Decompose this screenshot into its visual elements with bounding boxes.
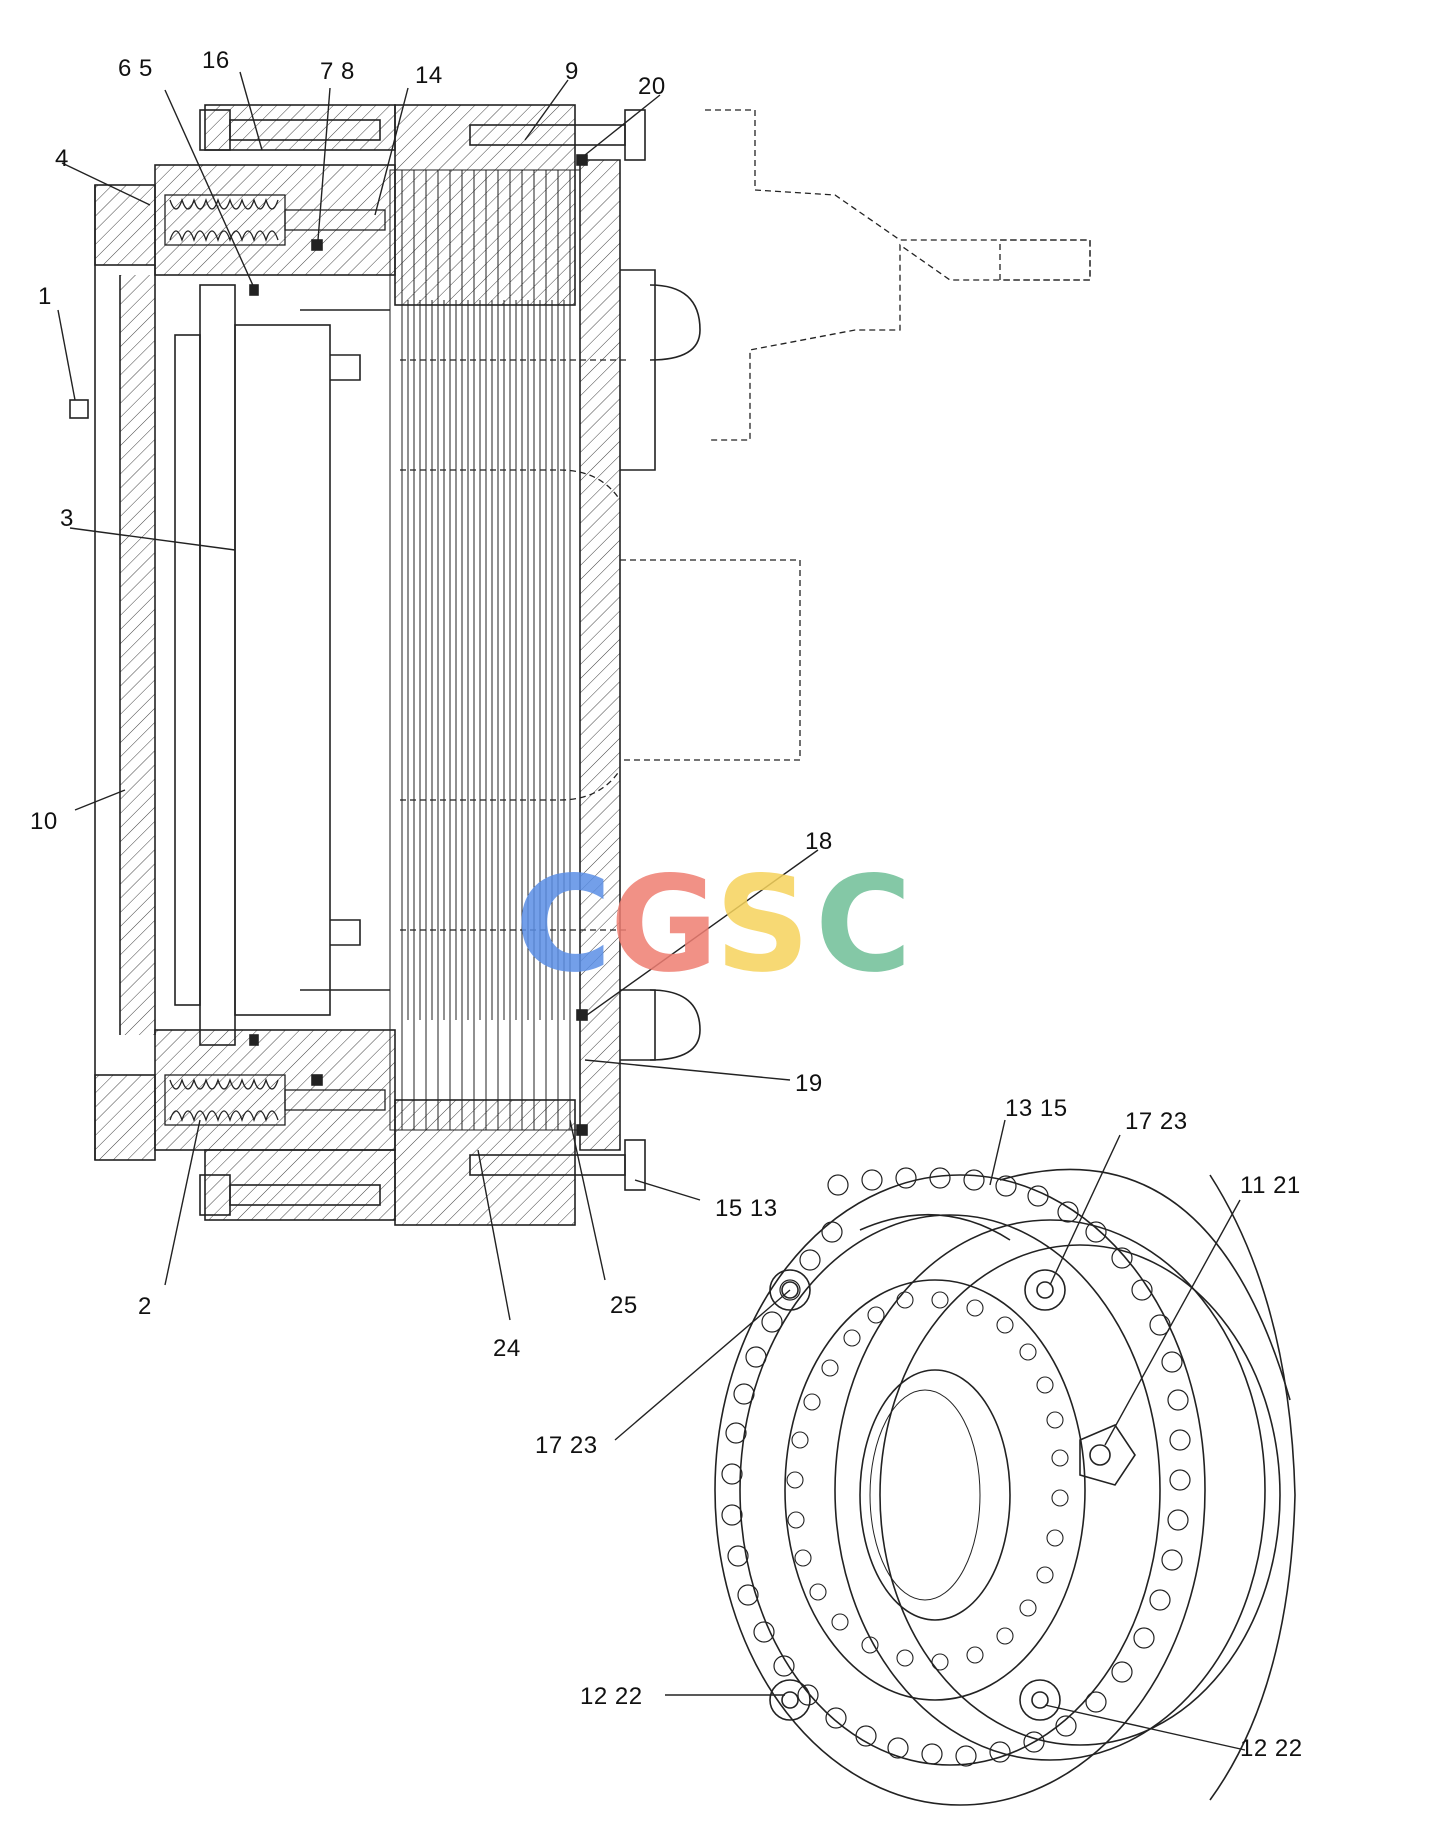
callout-13-15: 13 15: [1005, 1095, 1068, 1122]
isometric-view: [714, 1167, 1296, 1806]
callout-25: 25: [610, 1292, 638, 1319]
callout-15-13: 15 13: [715, 1195, 778, 1222]
callout-10: 10: [30, 808, 58, 835]
watermark-letter-c2: C: [815, 848, 912, 1002]
callout-17-23-left: 17 23: [535, 1432, 598, 1459]
callout-2: 2: [138, 1293, 152, 1320]
callout-12-22-right: 12 22: [1240, 1735, 1303, 1762]
watermark-letter-s: S: [715, 848, 811, 1002]
callout-14: 14: [415, 62, 443, 89]
watermark-letter-c1: C: [515, 848, 612, 1002]
callout-17-23-top: 17 23: [1125, 1108, 1188, 1135]
callout-1: 1: [38, 283, 52, 310]
callout-20: 20: [638, 73, 666, 100]
callout-3: 3: [60, 505, 74, 532]
callout-18: 18: [805, 828, 833, 855]
callout-16: 16: [202, 47, 230, 74]
watermark-letter-g: G: [610, 848, 719, 1002]
callout-4: 4: [55, 145, 69, 172]
callout-7-8: 7 8: [320, 58, 355, 85]
callout-12-22-left: 12 22: [580, 1683, 643, 1710]
cgsc-watermark-logo: C G S C: [515, 848, 935, 1002]
leader-lines: [57, 71, 1246, 1751]
callout-11-21: 11 21: [1240, 1172, 1301, 1199]
callout-9: 9: [565, 58, 579, 85]
callout-19: 19: [795, 1070, 823, 1097]
cross-section: [69, 104, 1091, 1226]
callout-6-5: 6 5: [118, 55, 153, 82]
callout-24: 24: [493, 1335, 521, 1362]
